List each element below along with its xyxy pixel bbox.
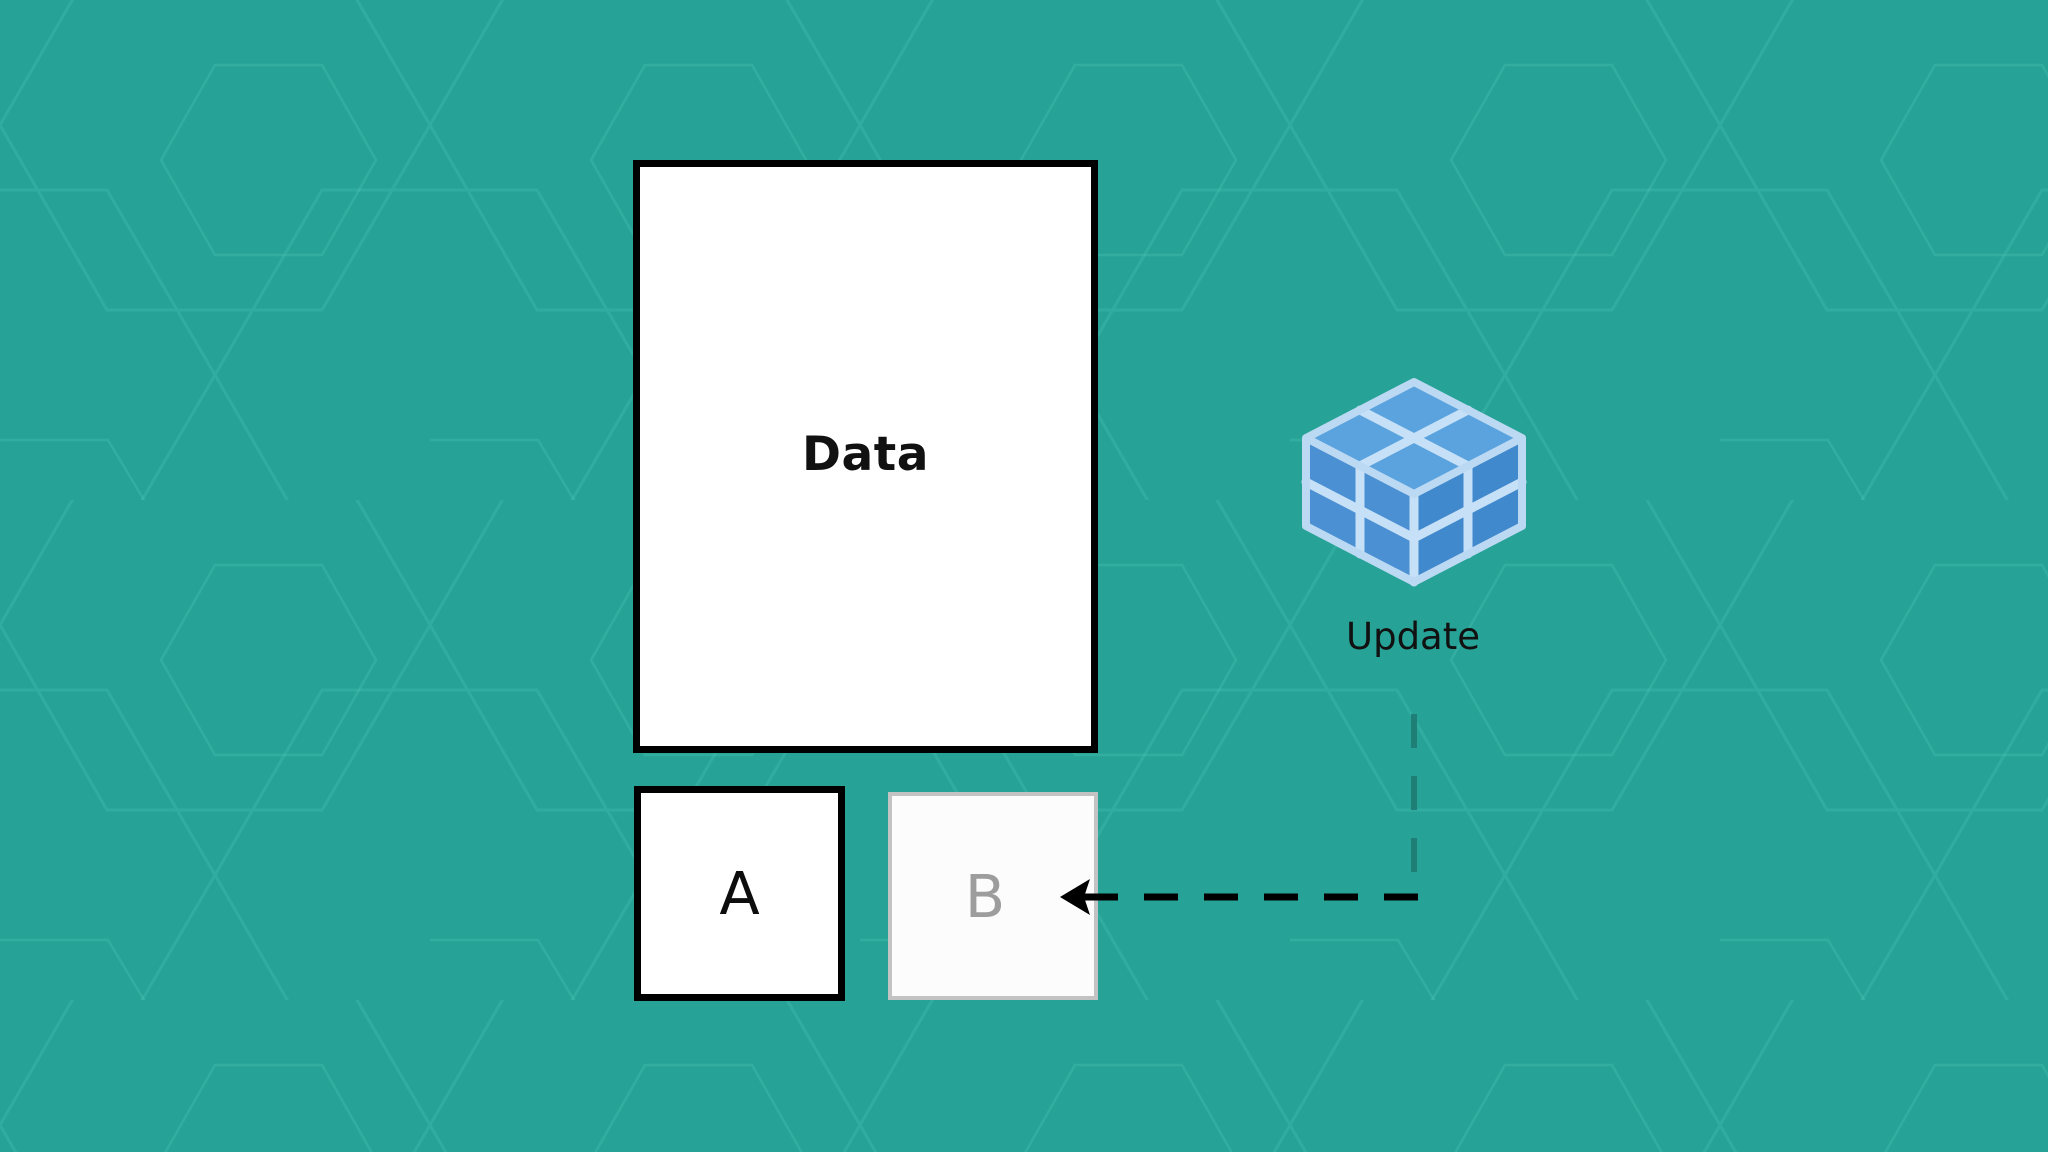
data-container-label: Data [802,427,929,482]
partition-a-label: A [719,859,760,928]
update-cube-label: Update [1346,615,1480,658]
update-cube[interactable] [1300,376,1528,588]
partition-b-label: B [964,861,1006,931]
cube-icon [1301,378,1527,587]
partition-a[interactable]: A [634,786,845,1001]
partition-b[interactable]: B [888,792,1098,1000]
data-container[interactable]: Data [633,160,1098,753]
